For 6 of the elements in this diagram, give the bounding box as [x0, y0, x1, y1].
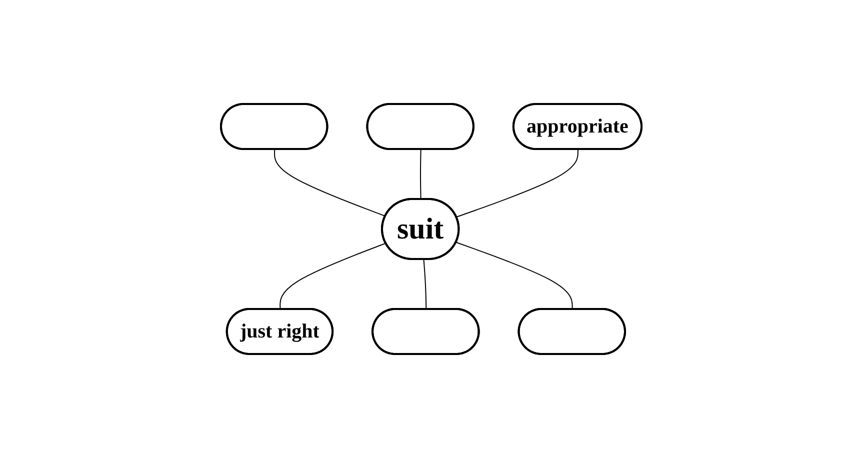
connector — [280, 242, 387, 310]
connector — [456, 241, 574, 310]
connector — [456, 148, 579, 218]
connector — [420, 148, 422, 200]
connector — [274, 148, 386, 216]
connector — [423, 258, 427, 310]
